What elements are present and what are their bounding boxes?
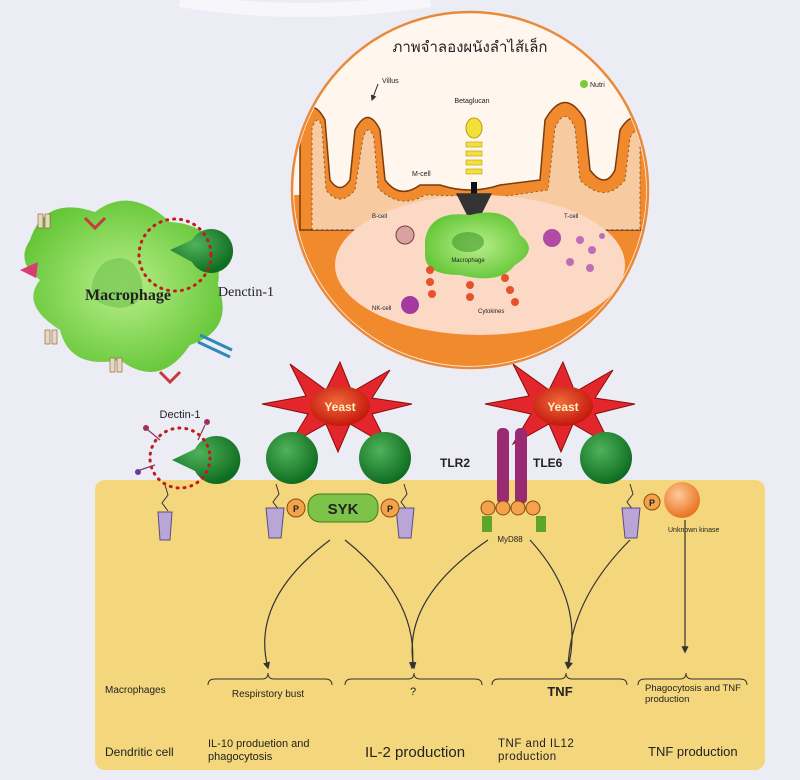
tnf-production-outcome: TNF production bbox=[648, 744, 738, 759]
syk-label: SYK bbox=[328, 501, 359, 518]
intestinal-wall-inset: ภาพจำลองผนังลำไส้เล็ก Villus Nutri Betag… bbox=[290, 12, 650, 375]
macrophage-cell: Macrophage Denctin-1 bbox=[20, 201, 274, 382]
p-label-3: P bbox=[649, 498, 655, 508]
t-cell bbox=[543, 229, 561, 247]
t-cell-label: T-cell bbox=[564, 214, 578, 220]
dendritic-row-label: Dendritic cell bbox=[105, 745, 174, 759]
il10-outcome: IL-10 produetion and phagocytosis bbox=[208, 738, 328, 764]
m-cell-label: M-cell bbox=[412, 171, 431, 178]
yeast1-label: Yeast bbox=[324, 400, 355, 414]
macrophage-label: Macrophage bbox=[85, 287, 171, 304]
cytokines-label: Cytokines bbox=[478, 309, 504, 315]
nutrient-label: Nutri bbox=[590, 82, 605, 89]
il10-wrap: IL-10 produetion and phagocytosis bbox=[208, 738, 328, 772]
tle6-label: TLE6 bbox=[533, 456, 563, 470]
unknown-kinase-label: Unknown kinase bbox=[668, 527, 719, 534]
yeast2-label: Yeast bbox=[547, 400, 578, 414]
nk-cell-label: NK-cell bbox=[372, 306, 391, 312]
tnf-il12-wrap: TNF and IL12 production bbox=[498, 738, 618, 772]
betaglucan-label: Betaglucan bbox=[454, 98, 489, 105]
myd88-label: MyD88 bbox=[497, 535, 523, 544]
tnf-outcome: TNF bbox=[547, 684, 572, 699]
b-cell-label: B-cell bbox=[372, 214, 387, 220]
respiratory-burst: Respirstory bust bbox=[232, 689, 304, 700]
villus-label: Villus bbox=[382, 78, 399, 85]
p-label-1: P bbox=[293, 504, 299, 514]
b-cell bbox=[396, 226, 414, 244]
inset-macrophage-label: Macrophage bbox=[451, 258, 485, 264]
background-arc bbox=[180, 0, 430, 10]
cell-membrane-panel bbox=[95, 480, 765, 770]
tlr2-label: TLR2 bbox=[440, 456, 470, 470]
nutrient-dot bbox=[580, 80, 588, 88]
dectin1-label: Dectin-1 bbox=[160, 409, 201, 421]
nk-cell bbox=[401, 296, 419, 314]
unknown-outcome: ? bbox=[410, 686, 416, 698]
p-label-2: P bbox=[387, 504, 393, 514]
betaglucan-particle bbox=[466, 118, 482, 138]
macrophages-row-label: Macrophages bbox=[105, 685, 166, 696]
il2-outcome: IL-2 production bbox=[365, 744, 465, 761]
phago-tnf-wrap: Phagocytosis and TNF production bbox=[645, 683, 755, 717]
dectin-label: Denctin-1 bbox=[218, 285, 274, 300]
phago-tnf-outcome: Phagocytosis and TNF production bbox=[645, 683, 755, 705]
tnf-il12-outcome: TNF and IL12 production bbox=[498, 738, 618, 764]
inset-title: ภาพจำลองผนังลำไส้เล็ก bbox=[392, 37, 547, 56]
